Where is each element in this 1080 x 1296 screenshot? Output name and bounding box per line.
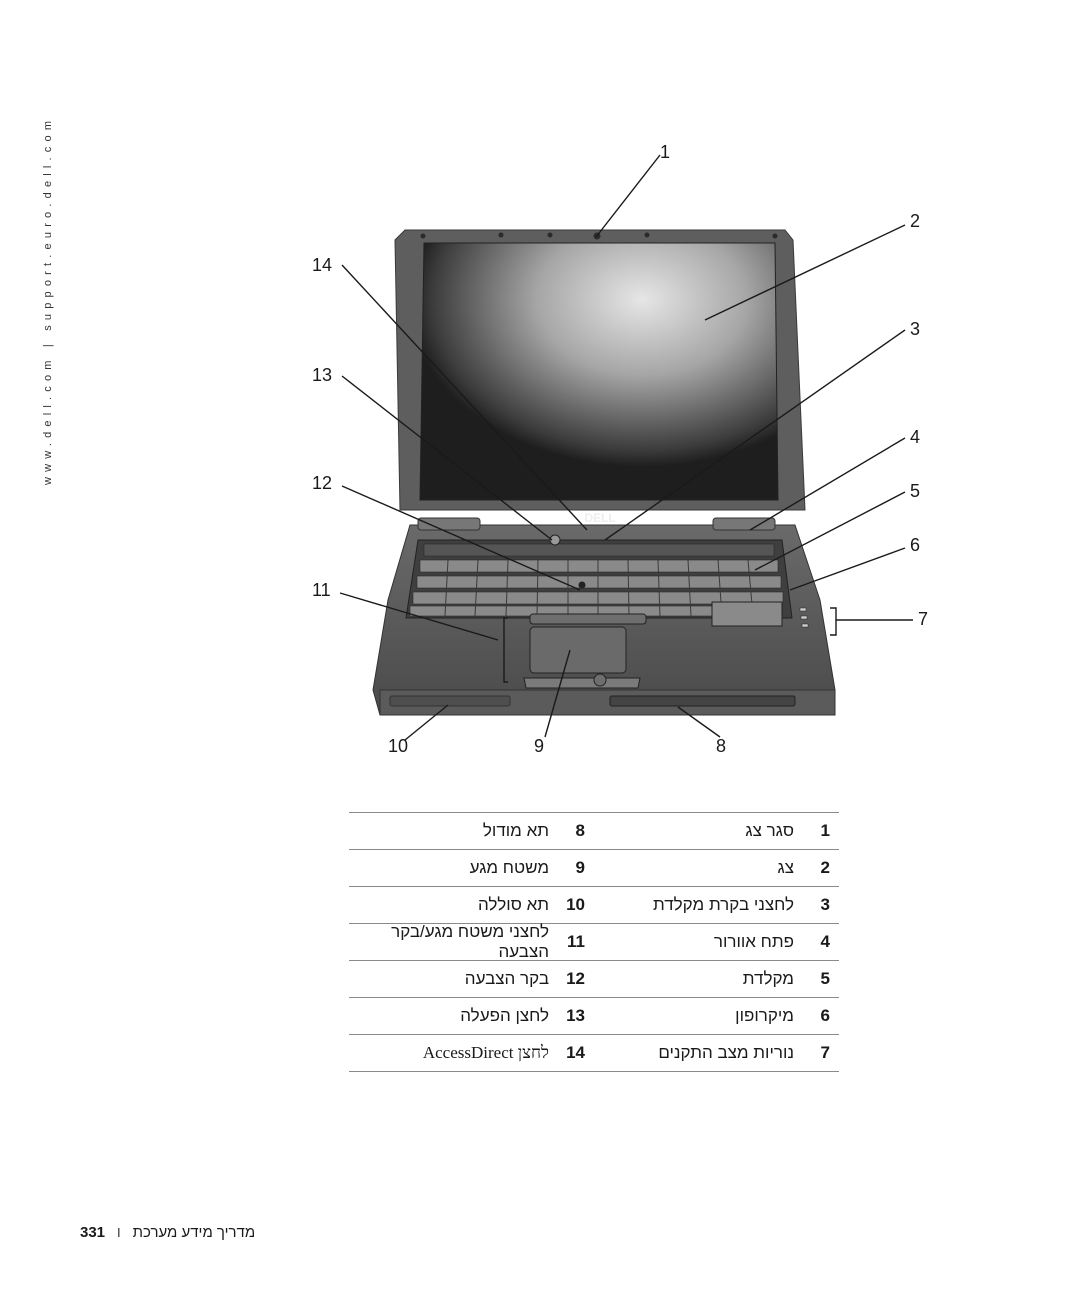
legend-cell-right: 1 סגר צג bbox=[594, 821, 839, 841]
legend-row: 5 מקלדת 12 בקר הצבעה bbox=[349, 961, 839, 998]
legend-cell-left: 12 בקר הצבעה bbox=[349, 969, 594, 989]
legend-text: לחצן AccessDirect bbox=[422, 1043, 549, 1062]
callout-lines bbox=[339, 154, 913, 741]
status-lights bbox=[799, 607, 809, 628]
legend-cell-right: 4 פתח אוורור bbox=[594, 932, 839, 952]
legend-cell-left: 14 לחצן AccessDirect bbox=[349, 1043, 594, 1063]
touchpad bbox=[529, 626, 627, 674]
legend-number: 3 bbox=[820, 895, 830, 914]
legend-number: 5 bbox=[820, 969, 830, 988]
legend-row: 6 מיקרופון 13 לחצן הפעלה bbox=[349, 998, 839, 1035]
laptop-illustration: DELL bbox=[372, 229, 836, 716]
pointing-stick bbox=[578, 581, 586, 589]
legend-cell-left: 10 תא סוללה bbox=[349, 895, 594, 915]
power-button bbox=[549, 534, 561, 546]
legend-row: 1 סגר צג 8 תא מודול bbox=[349, 813, 839, 850]
legend-text: לחצן הפעלה bbox=[460, 1006, 549, 1025]
legend-text: לחצני משטח מגע/בקר הצבעה bbox=[391, 922, 549, 961]
track-stick-buttons bbox=[529, 613, 647, 625]
legend-number: 4 bbox=[820, 932, 830, 951]
touchpad-buttons bbox=[523, 677, 641, 689]
legend-cell-left: 9 משטח מגע bbox=[349, 858, 594, 878]
hinge-left bbox=[417, 517, 481, 531]
legend-number: 13 bbox=[566, 1006, 585, 1025]
legend-text: פתח אוורור bbox=[713, 932, 794, 951]
callout-9: 9 bbox=[534, 736, 544, 756]
callout-8: 8 bbox=[716, 736, 726, 756]
page-footer: 331 I מדריך מידע מערכת bbox=[80, 1220, 340, 1244]
callout-3: 3 bbox=[910, 319, 920, 339]
legend-cell-right: 6 מיקרופון bbox=[594, 1006, 839, 1026]
dell-logo: DELL bbox=[584, 511, 615, 525]
battery-bay bbox=[389, 695, 511, 707]
callout-13: 13 bbox=[312, 365, 332, 385]
callout-1: 1 bbox=[660, 142, 670, 162]
legend-cell-right: 3 לחצני בקרת מקלדת bbox=[594, 895, 839, 915]
legend-number: 10 bbox=[566, 895, 585, 914]
legend-cell-right: 5 מקלדת bbox=[594, 969, 839, 989]
legend-number: 12 bbox=[566, 969, 585, 988]
legend-cell-left: 8 תא מודול bbox=[349, 821, 594, 841]
footer-separator: I bbox=[117, 1224, 121, 1240]
callout-2: 2 bbox=[910, 211, 920, 231]
legend-row: 3 לחצני בקרת מקלדת 10 תא סוללה bbox=[349, 887, 839, 924]
legend-text: מקלדת bbox=[742, 969, 794, 988]
legend-text: תא מודול bbox=[482, 821, 549, 840]
page-number: 331 bbox=[80, 1223, 106, 1241]
legend-row: 2 צג 9 משטח מגע bbox=[349, 850, 839, 887]
callout-labels: 1 2 3 4 5 6 7 8 9 10 11 12 13 14 bbox=[312, 142, 928, 756]
legend-number: 9 bbox=[575, 858, 585, 877]
legend-text: משטח מגע bbox=[469, 858, 549, 877]
callout-14: 14 bbox=[312, 255, 332, 275]
legend-table: 1 סגר צג 8 תא מודול 2 צג 9 משטח מגע 3 לח… bbox=[349, 812, 839, 1072]
legend-row: 4 פתח אוורור 11 לחצני משטח מגע/בקר הצבעה bbox=[349, 922, 839, 962]
legend-text: תא סוללה bbox=[478, 895, 549, 914]
legend-row: 7 נוריות מצב התקנים 14 לחצן AccessDirect bbox=[349, 1035, 839, 1072]
legend-text: לחצני בקרת מקלדת bbox=[653, 895, 794, 914]
legend-cell-right: 7 נוריות מצב התקנים bbox=[594, 1043, 839, 1063]
footer-title: מדריך מידע מערכת bbox=[132, 1223, 256, 1241]
legend-cell-right: 2 צג bbox=[594, 858, 839, 878]
callout-6: 6 bbox=[910, 535, 920, 555]
callout-11: 11 bbox=[312, 580, 331, 600]
legend-cell-left: 13 לחצן הפעלה bbox=[349, 1006, 594, 1026]
module-bay bbox=[609, 695, 796, 707]
legend-number: 14 bbox=[566, 1043, 585, 1062]
laptop-figure: DELL bbox=[300, 130, 960, 770]
legend-number: 2 bbox=[820, 858, 830, 877]
legend-number: 8 bbox=[575, 821, 585, 840]
legend-number: 1 bbox=[820, 821, 830, 840]
callout-4: 4 bbox=[910, 427, 920, 447]
legend-cell-left: 11 לחצני משטח מגע/בקר הצבעה bbox=[349, 922, 594, 962]
callout-10: 10 bbox=[388, 736, 408, 756]
legend-number: 6 bbox=[820, 1006, 830, 1025]
legend-text: מיקרופון bbox=[735, 1006, 794, 1025]
legend-number: 7 bbox=[820, 1043, 830, 1062]
hinge-right bbox=[712, 517, 776, 531]
callout-5: 5 bbox=[910, 481, 920, 501]
legend-text: בקר הצבעה bbox=[464, 969, 549, 988]
display-screen bbox=[419, 242, 779, 501]
callout-7: 7 bbox=[918, 609, 928, 629]
side-url-text: www.dell.com | support.euro.dell.com bbox=[42, 115, 54, 485]
arrow-keys bbox=[711, 601, 783, 627]
legend-number: 11 bbox=[567, 932, 585, 951]
legend-text: צג bbox=[777, 858, 794, 877]
legend-text: נוריות מצב התקנים bbox=[658, 1043, 794, 1062]
callout-12: 12 bbox=[312, 473, 332, 493]
legend-text: סגר צג bbox=[745, 821, 794, 840]
